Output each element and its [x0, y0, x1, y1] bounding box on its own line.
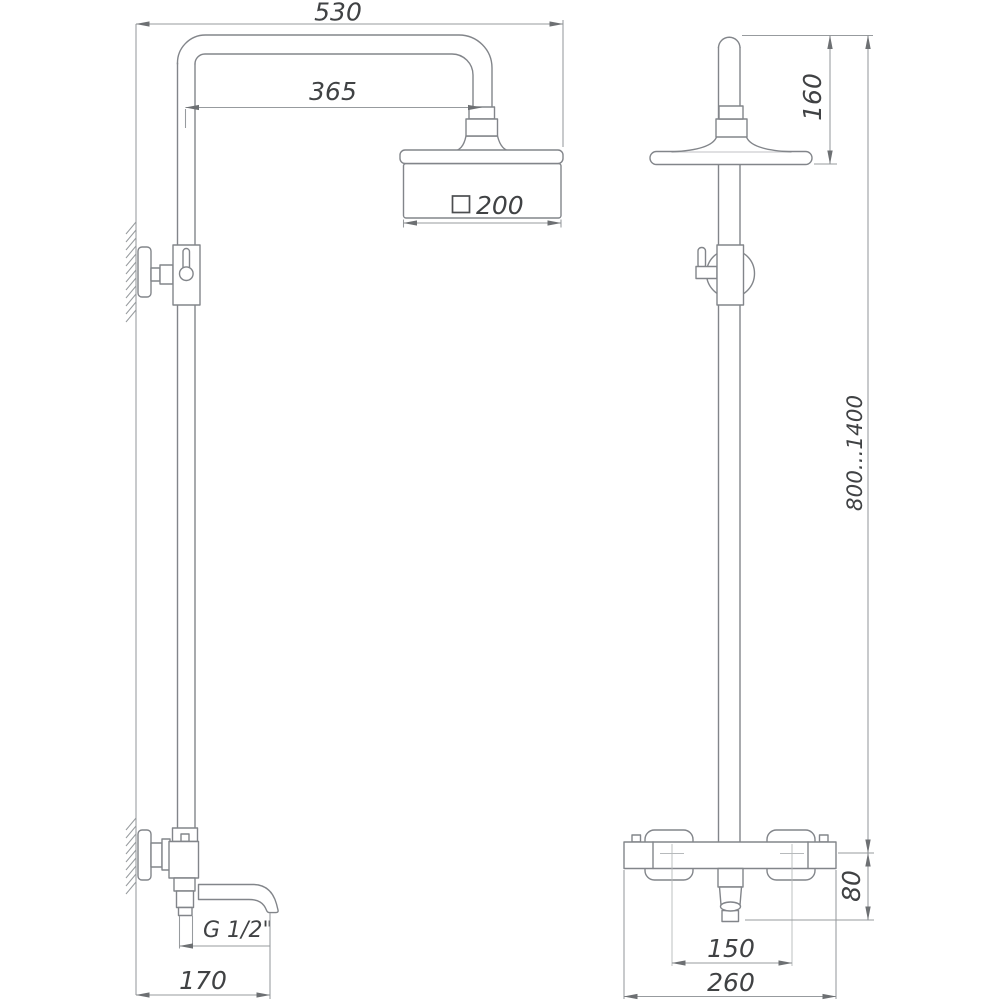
hatch-stroke [125, 817, 137, 831]
column-pipe-side [717, 36, 741, 843]
shower-arm [176, 34, 493, 109]
escutcheon-side-left-curve [671, 136, 718, 153]
outlet-rim-side [719, 901, 742, 912]
hatch-stroke [125, 309, 137, 323]
dimension-text-530: 530 [314, 0, 362, 27]
outlet-thread-side [721, 909, 740, 923]
shower-head-side [649, 105, 813, 166]
dimension-handle-spacing: 150 [671, 934, 793, 966]
column-pipe-top-cap [717, 36, 741, 49]
hatch-stroke [125, 833, 137, 847]
mixer-front [137, 827, 279, 917]
hatch-stroke [125, 873, 137, 887]
slider-bracket-front [137, 244, 201, 306]
connector-body-side [715, 118, 748, 138]
mixer-end-tab-left [631, 834, 642, 843]
bracket-arm-step-b [159, 264, 174, 285]
dimension-text-200: 200 [476, 191, 524, 220]
mixer-lower-section [173, 877, 196, 892]
bracket-handle-lever [697, 246, 707, 270]
dimension-outlet-drop: 80 [745, 852, 874, 921]
bracket-handle-base [695, 265, 718, 280]
hatch-stroke [125, 229, 137, 243]
mixer-bar-body [623, 841, 837, 870]
mixer-arm-step-a [150, 842, 163, 868]
dimension-text-150: 150 [707, 934, 755, 963]
dimension-text-80: 80 [837, 870, 866, 902]
mixer-end-tab-right [818, 834, 829, 843]
dimension-head-drop: 160 [742, 34, 873, 165]
wall-hatching-bottom [125, 817, 137, 895]
dimension-overall-width: 530 [135, 0, 564, 147]
mixer-body-front [168, 840, 200, 879]
hatch-stroke [125, 865, 137, 879]
hatch-stroke [125, 237, 137, 251]
slider-block-side [716, 244, 745, 306]
square-dimension-symbol [451, 195, 471, 214]
hatch-stroke [125, 841, 137, 855]
hatch-stroke [125, 277, 137, 291]
slider-bracket-side [695, 244, 756, 306]
hatch-stroke [125, 301, 137, 315]
wall-plate-bottom [137, 829, 152, 881]
dimension-mixer-width: 260 [623, 870, 837, 1000]
hatch-stroke [125, 881, 137, 895]
outlet-thread-front [177, 906, 193, 917]
dimension-arm-reach: 365 [184, 77, 482, 128]
bracket-arm-step-a [150, 267, 161, 282]
hatch-stroke [125, 245, 137, 259]
head-connector-front [451, 106, 513, 153]
dimension-spout-reach: 170 [135, 913, 271, 999]
connector-nut-front [468, 106, 496, 120]
hatch-stroke [125, 849, 137, 863]
wall-plate-top [137, 246, 152, 298]
slider-knob [178, 266, 194, 282]
dimension-text-column-height: 800...1400 [843, 395, 868, 511]
head-disc-side [649, 150, 813, 166]
hatch-stroke [125, 293, 137, 307]
escutcheon-side-right-curve [745, 136, 792, 153]
wall-hatching-top [125, 221, 137, 323]
tub-spout [197, 883, 279, 914]
outlet-connector-side [717, 867, 744, 888]
dimension-text-160: 160 [798, 73, 827, 121]
outlet-stub-front [175, 890, 195, 909]
side-view: 160 800...1400 80 150 260 [623, 34, 874, 1000]
hatch-stroke [125, 269, 137, 283]
hatch-stroke [125, 253, 137, 267]
hatch-stroke [125, 221, 137, 235]
mixer-top-flange [171, 827, 199, 843]
shower-arm-outer-edge [176, 34, 493, 109]
dimension-head-size: 200 [402, 191, 562, 228]
thread-label: G 1/2" [203, 918, 273, 943]
shower-head-front [399, 149, 564, 219]
hatch-stroke [125, 857, 137, 871]
dimension-text-365: 365 [309, 77, 357, 106]
connector-nut-side [718, 105, 744, 120]
hatch-stroke [125, 285, 137, 299]
dimension-text-170: 170 [179, 966, 227, 995]
mixer-side [623, 829, 837, 966]
shower-arm-inner-edge [194, 53, 474, 109]
connector-body-front [465, 118, 499, 137]
dimension-column-height: 800...1400 [838, 35, 874, 854]
riser-pipe [176, 62, 196, 829]
dimension-thread: G 1/2" [178, 916, 273, 949]
hatch-stroke [125, 261, 137, 275]
shower-head-plate-front [399, 149, 564, 165]
dimension-text-260: 260 [707, 968, 755, 997]
front-view: 530 365 200 G 1/2" 170 [125, 0, 564, 999]
hatch-stroke [125, 825, 137, 839]
